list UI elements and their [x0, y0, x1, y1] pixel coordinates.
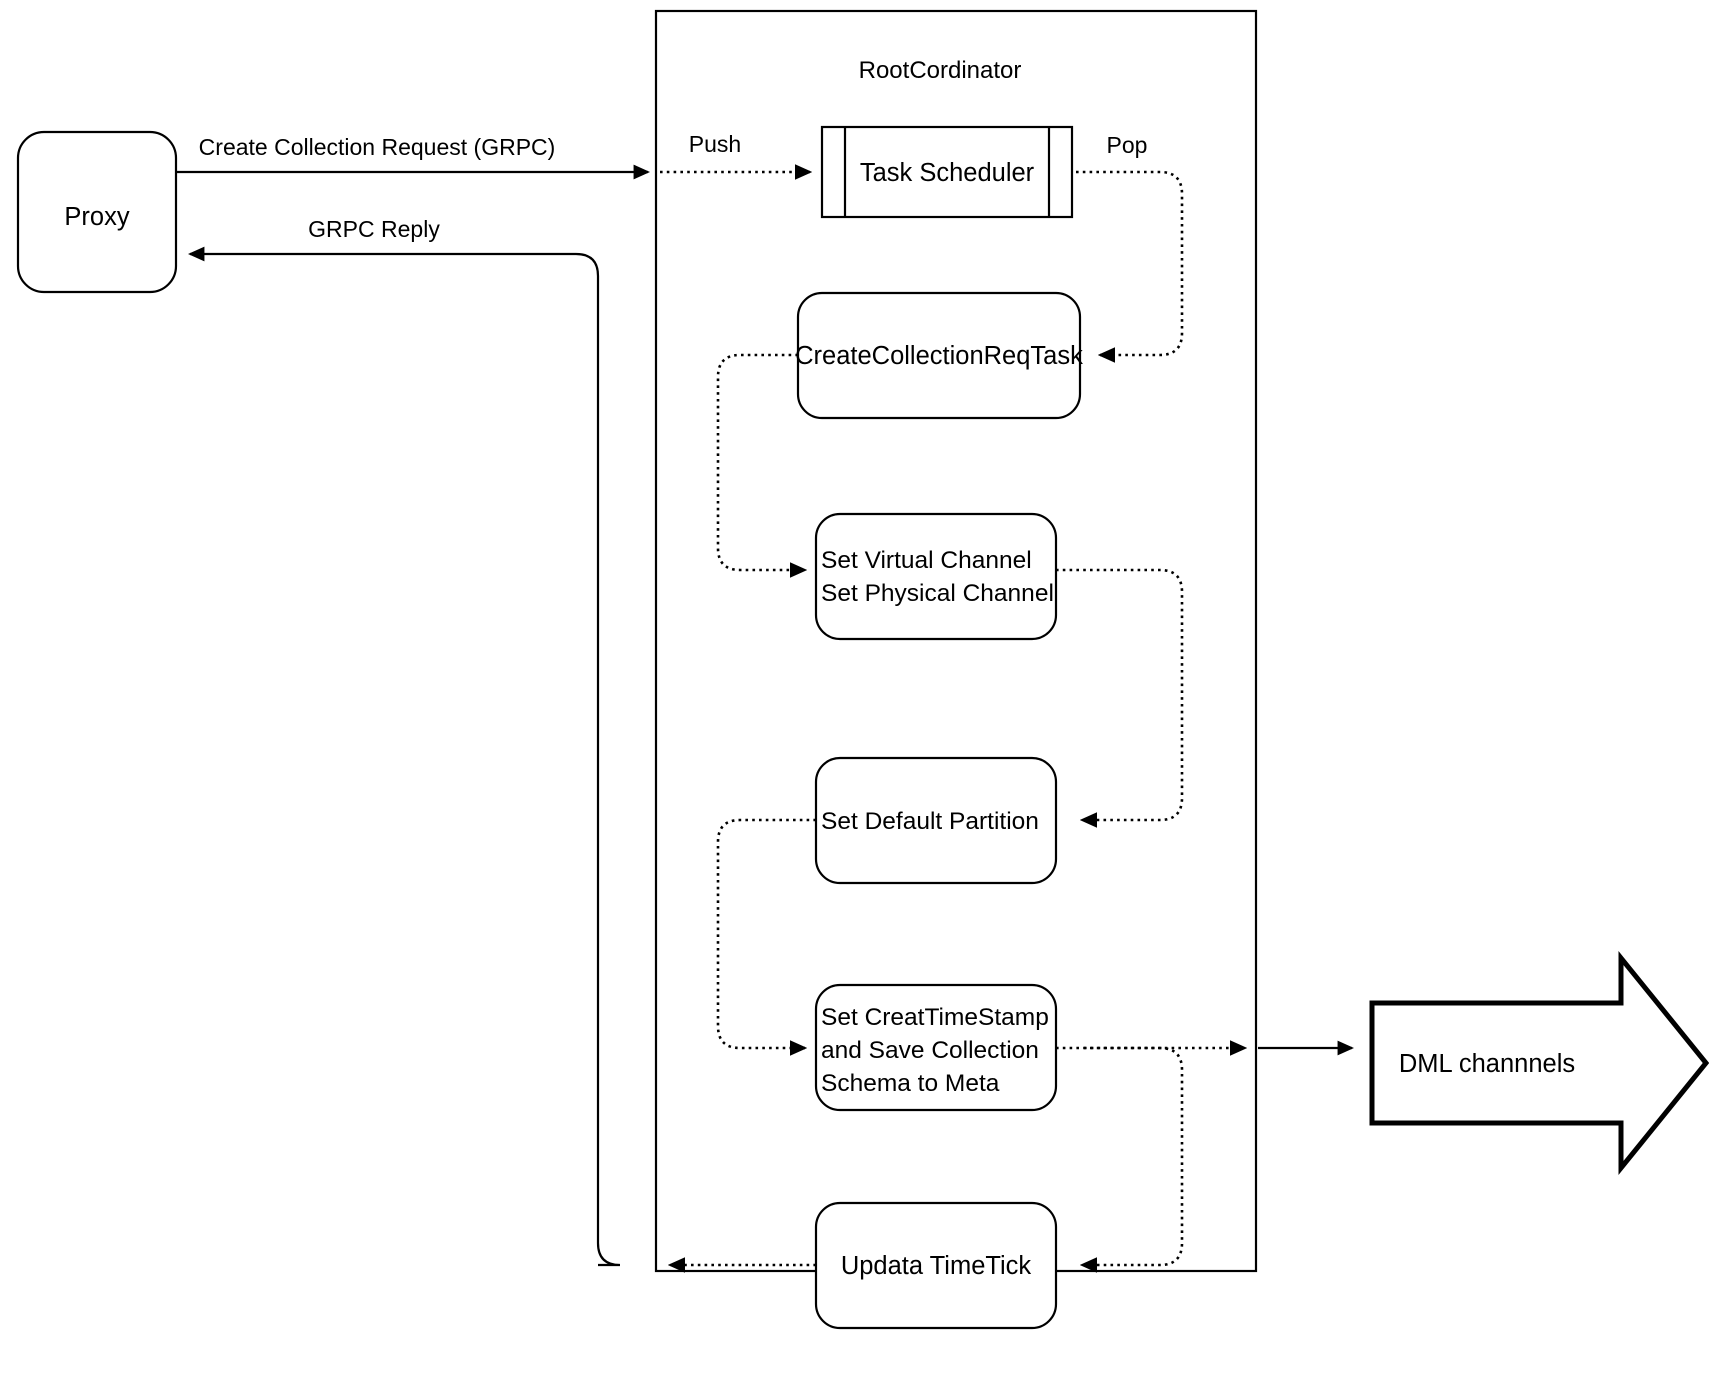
- node-dml-channels[interactable]: DML channnels: [1369, 950, 1709, 1176]
- node-set-channel-label-line1: Set Virtual Channel: [821, 547, 1032, 574]
- edge-default-partition-to-timestamp-line: [716, 818, 816, 1056]
- node-proxy[interactable]: Proxy: [16, 130, 178, 294]
- edge-task-to-set-channel-line: [716, 353, 808, 578]
- node-set-timestamp-save-meta-label-line2: and Save Collection: [821, 1037, 1039, 1064]
- node-set-timestamp-save-meta-label-line3: Schema to Meta: [821, 1070, 1000, 1097]
- edge-push-label: Push: [689, 131, 741, 157]
- node-proxy-label: Proxy: [64, 203, 129, 231]
- node-set-default-partition-label: Set Default Partition: [821, 808, 1039, 835]
- node-set-channel-shape: [814, 512, 1058, 641]
- node-task-scheduler-shape: [820, 125, 1074, 219]
- edge-timestamp-to-update-timetick: [1079, 1046, 1184, 1273]
- node-task-scheduler-label: Task Scheduler: [860, 159, 1035, 187]
- node-set-channel[interactable]: Set Virtual Channel Set Physical Channel: [814, 512, 1058, 641]
- node-dml-channels-arrow-shape: [1369, 950, 1709, 1176]
- node-task-scheduler[interactable]: Task Scheduler: [820, 125, 1074, 219]
- node-set-channel-label-line2: Set Physical Channel: [821, 580, 1054, 607]
- rootcordinator-container-label: RootCordinator: [859, 57, 1022, 84]
- edge-timestamp-to-update-timetick-line: [1079, 1046, 1184, 1273]
- node-set-timestamp-save-meta-label-line1: Set CreatTimeStamp: [821, 1004, 1049, 1031]
- edge-create-collection-request: Create Collection Request (GRPC): [176, 134, 651, 180]
- node-update-timetick[interactable]: Updata TimeTick: [814, 1201, 1058, 1330]
- node-dml-channels-label: DML channnels: [1399, 1050, 1575, 1078]
- node-update-timetick-label: Updata TimeTick: [841, 1252, 1032, 1280]
- edge-pop-label: Pop: [1107, 132, 1148, 158]
- edge-grpc-reply-solid-segment: [187, 246, 621, 1267]
- edge-grpc-reply-label: GRPC Reply: [308, 216, 440, 242]
- node-proxy-shape: [16, 130, 178, 294]
- node-create-collection-req-task[interactable]: CreateCollectionReqTask: [795, 291, 1083, 420]
- node-create-collection-req-task-label: CreateCollectionReqTask: [795, 342, 1083, 370]
- edge-create-collection-request-label: Create Collection Request (GRPC): [199, 134, 556, 160]
- node-set-timestamp-save-meta[interactable]: Set CreatTimeStamp and Save Collection S…: [814, 983, 1058, 1112]
- edge-pop: Pop: [1076, 132, 1184, 363]
- node-set-default-partition[interactable]: Set Default Partition: [814, 756, 1058, 885]
- edge-default-partition-to-timestamp: [716, 818, 816, 1056]
- edge-push: Push: [660, 131, 813, 180]
- edge-task-to-set-channel: [716, 353, 808, 578]
- edge-grpc-reply: GRPC Reply: [187, 216, 816, 1273]
